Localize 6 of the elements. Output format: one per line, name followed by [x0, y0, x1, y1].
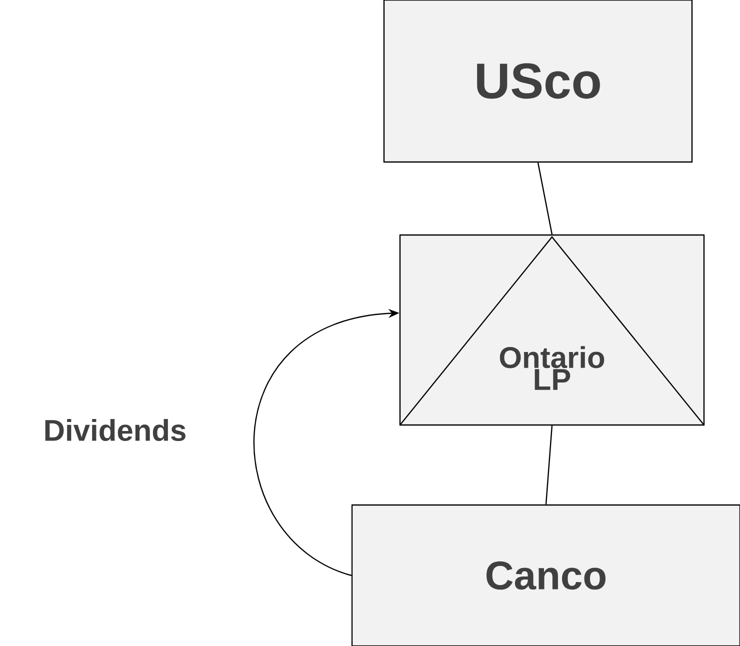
edge-label: Dividends — [45, 418, 186, 441]
entity-box: Ontario LP — [399, 234, 705, 426]
connector-line — [545, 426, 553, 504]
connector-line — [537, 162, 553, 234]
entity-box: USco — [383, 0, 693, 163]
entity-box: Canco — [351, 504, 740, 646]
